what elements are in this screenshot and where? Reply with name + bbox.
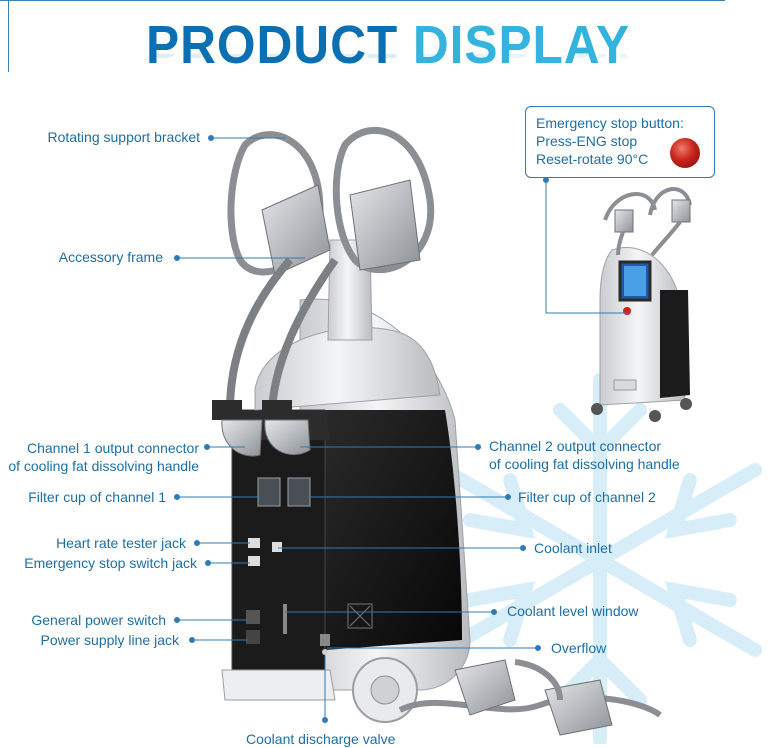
label-coolant-level: Coolant level window xyxy=(507,603,639,619)
label-filter-ch2: Filter cup of channel 2 xyxy=(518,489,656,505)
inset-device xyxy=(591,187,692,422)
label-rotating-bracket: Rotating support bracket xyxy=(47,129,200,145)
emergency-stop-button-icon xyxy=(670,138,700,168)
label-power-line-jack: Power supply line jack xyxy=(40,632,179,648)
label-power-switch: General power switch xyxy=(31,612,166,628)
emergency-line-2: Press-ENG stop xyxy=(536,133,638,149)
label-overflow: Overflow xyxy=(551,640,607,656)
label-heart-rate-jack: Heart rate tester jack xyxy=(56,535,186,551)
label-filter-ch1: Filter cup of channel 1 xyxy=(28,489,166,505)
title-word-display: DISPLAY xyxy=(412,15,631,75)
page-title: PRODUCT DISPLAY xyxy=(29,14,748,76)
label-accessory-frame: Accessory frame xyxy=(58,249,163,265)
main-device xyxy=(212,126,471,723)
title-word-product: PRODUCT xyxy=(146,15,399,75)
label-ch1-connector-line2: of cooling fat dissolving handle xyxy=(8,458,199,474)
label-ch2-connector-line1: Channel 2 output connector xyxy=(489,438,662,454)
label-ch2-connector-line2: of cooling fat dissolving handle xyxy=(489,456,680,472)
label-discharge-valve: Coolant discharge valve xyxy=(246,731,396,747)
label-ch1-connector-line1: Channel 1 output connector xyxy=(26,440,199,456)
leader-lines xyxy=(174,135,627,723)
snowflake-watermark xyxy=(438,373,762,744)
left-rule xyxy=(8,0,9,72)
emergency-line-3: Reset-rotate 90°C xyxy=(536,151,649,167)
label-estop-switch-jack: Emergency stop switch jack xyxy=(24,555,197,571)
spare-handles xyxy=(398,659,662,736)
label-coolant-inlet: Coolant inlet xyxy=(534,540,612,556)
top-rule xyxy=(0,0,725,1)
emergency-line-1: Emergency stop button: xyxy=(536,115,684,131)
